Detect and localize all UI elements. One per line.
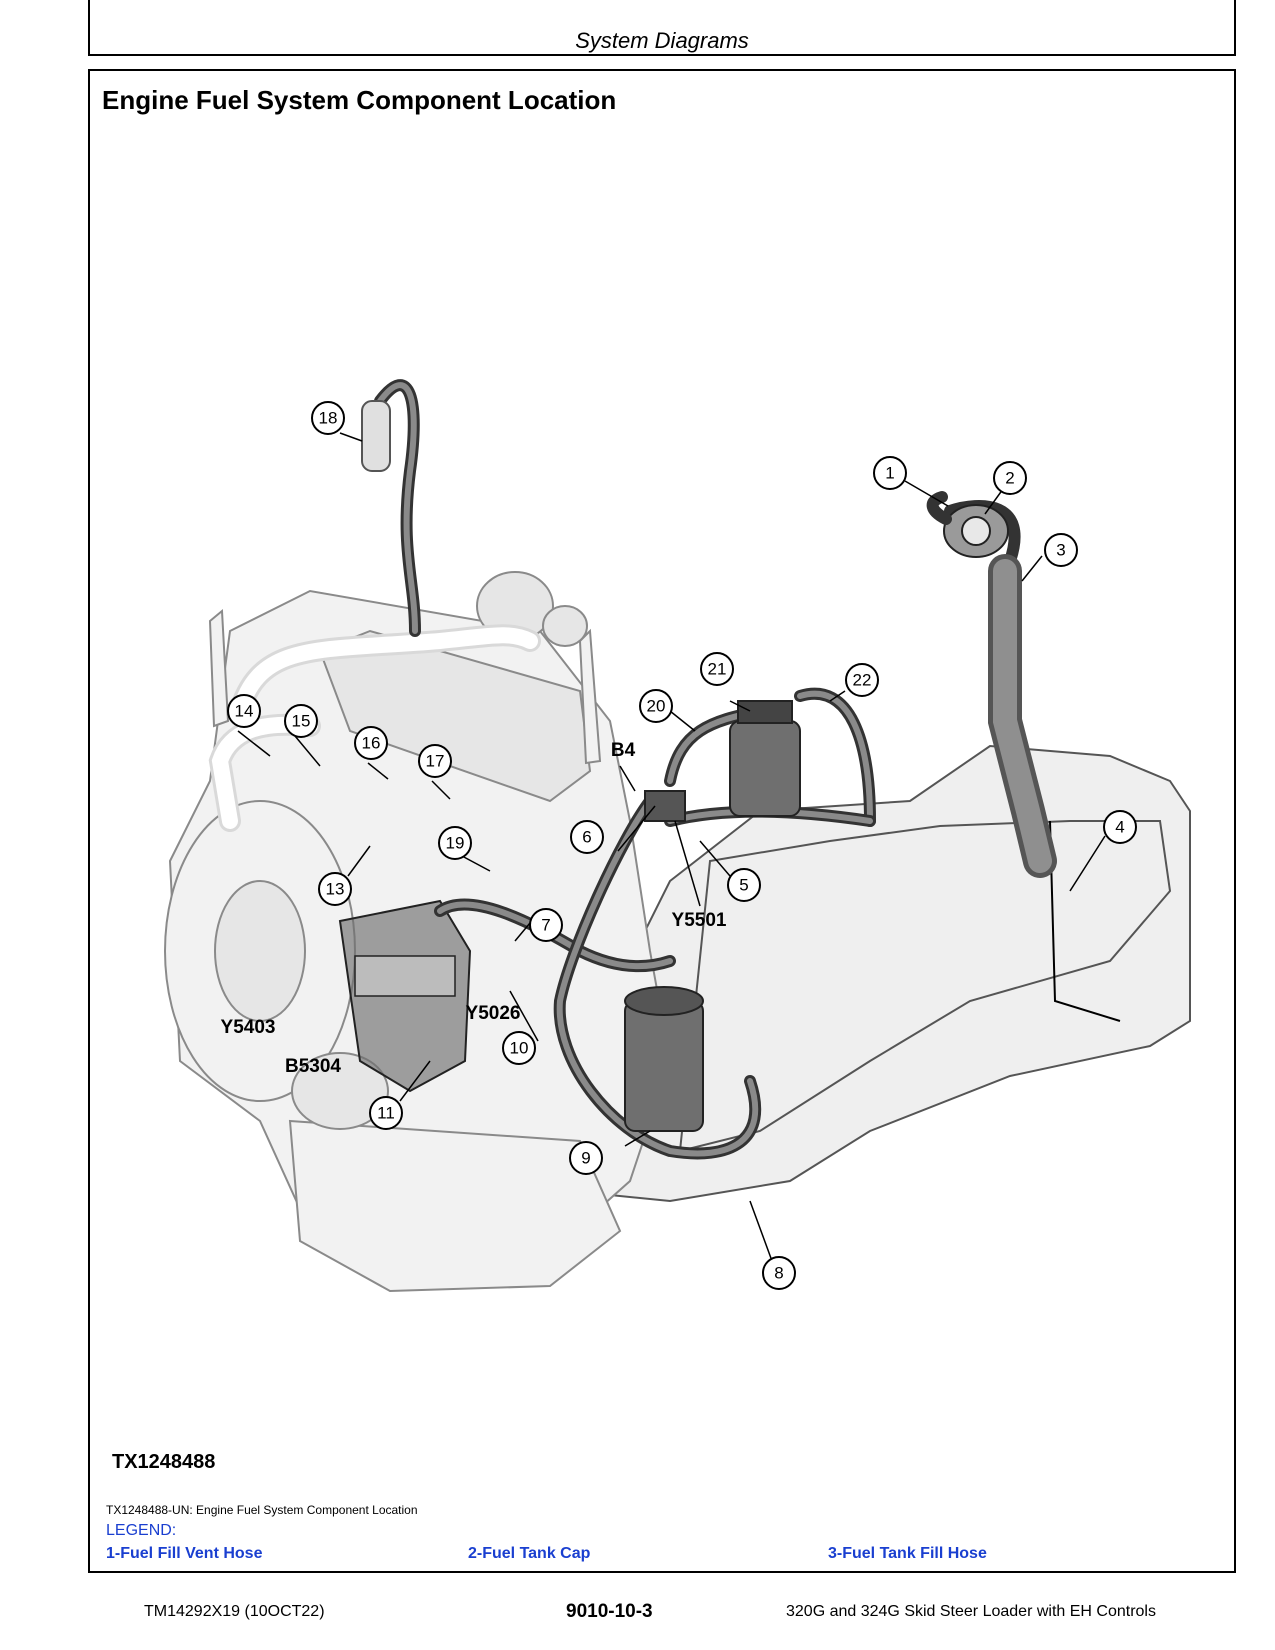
callout-13: 13 <box>318 872 352 906</box>
svg-text:17: 17 <box>426 752 445 771</box>
water-separator-9 <box>624 1000 704 1132</box>
callout-11: 11 <box>369 1096 403 1130</box>
svg-text:1: 1 <box>885 464 894 483</box>
label-y5403: Y5403 <box>221 1017 276 1038</box>
svg-text:18: 18 <box>319 409 338 428</box>
legend-title: LEGEND: <box>106 1522 177 1539</box>
svg-text:6: 6 <box>582 828 591 847</box>
callout-9: 9 <box>569 1141 603 1175</box>
section-title: System Diagrams <box>575 28 749 53</box>
callout-20: 20 <box>639 689 673 723</box>
callout-22: 22 <box>845 663 879 697</box>
svg-text:8: 8 <box>774 1264 783 1283</box>
oil-filter <box>291 1052 389 1130</box>
callout-19: 19 <box>438 826 472 860</box>
svg-text:3: 3 <box>1056 541 1065 560</box>
svg-text:16: 16 <box>362 734 381 753</box>
callout-14: 14 <box>227 694 261 728</box>
legend-item-3[interactable]: 3-Fuel Tank Fill Hose <box>828 1545 987 1562</box>
callout-10: 10 <box>502 1031 536 1065</box>
callout-1: 1 <box>873 456 907 490</box>
svg-text:10: 10 <box>510 1039 529 1058</box>
svg-text:9: 9 <box>581 1149 590 1168</box>
svg-text:7: 7 <box>541 916 550 935</box>
figure-title: Engine Fuel System Component Location <box>102 85 617 115</box>
footer-manual-id: TM14292X19 (10OCT22) <box>144 1603 325 1620</box>
label-y5026: Y5026 <box>466 1003 521 1024</box>
label-b5304: B5304 <box>285 1056 341 1077</box>
callout-18: 18 <box>311 401 345 435</box>
callout-21: 21 <box>700 652 734 686</box>
fuel-fill-vent-hose <box>926 491 952 525</box>
svg-text:11: 11 <box>377 1104 395 1123</box>
callout-7: 7 <box>529 908 563 942</box>
engine-pulley <box>214 880 306 1022</box>
legend-item-2[interactable]: 2-Fuel Tank Cap <box>468 1545 591 1562</box>
engine-rear-bracket <box>578 628 602 765</box>
callout-2: 2 <box>993 461 1027 495</box>
figure-caption: TX1248488-UN: Engine Fuel System Compone… <box>106 1503 418 1517</box>
figure-id: TX1248488 <box>112 1451 216 1473</box>
callout-4: 4 <box>1103 810 1137 844</box>
fuel-line-22 <box>794 687 876 827</box>
callout-15: 15 <box>284 704 318 738</box>
page-header: System Diagrams <box>88 0 1236 56</box>
svg-text:13: 13 <box>326 880 345 899</box>
vent-filter <box>361 400 391 472</box>
footer-page-number: 9010-10-3 <box>566 1601 653 1622</box>
fuel-filter-21 <box>729 720 801 817</box>
svg-text:22: 22 <box>853 671 872 690</box>
svg-text:19: 19 <box>446 834 465 853</box>
turbo-outlet <box>542 605 588 647</box>
callout-5: 5 <box>727 868 761 902</box>
footer-model: 320G and 324G Skid Steer Loader with EH … <box>786 1603 1156 1620</box>
engine-valve-cover <box>318 629 592 803</box>
engine-oil-pan <box>288 1119 622 1293</box>
svg-text:14: 14 <box>235 702 254 721</box>
electric-fuel-pump <box>644 790 686 822</box>
callout-8: 8 <box>762 1256 796 1290</box>
engine-fuel-system-illustration: .ln { fill: none; stroke: #000; stroke-w… <box>164 379 1191 1293</box>
svg-text:20: 20 <box>647 697 666 716</box>
engine-lift-bracket <box>208 608 230 728</box>
callout-3: 3 <box>1044 533 1078 567</box>
callout-17: 17 <box>418 744 452 778</box>
svg-text:15: 15 <box>292 712 311 731</box>
fuel-tank-edge <box>1049 820 1121 1022</box>
callout-6: 6 <box>570 820 604 854</box>
svg-text:2: 2 <box>1005 469 1014 488</box>
svg-text:5: 5 <box>739 876 748 895</box>
callout-16: 16 <box>354 726 388 760</box>
figure-frame: Engine Fuel System Component Location .l… <box>88 69 1236 1573</box>
legend-item-1[interactable]: 1-Fuel Fill Vent Hose <box>106 1545 263 1562</box>
svg-text:4: 4 <box>1115 818 1124 837</box>
pump-body <box>354 955 456 997</box>
label-y5501: Y5501 <box>672 910 727 931</box>
svg-text:21: 21 <box>708 660 727 679</box>
label-b4: B4 <box>611 740 636 761</box>
